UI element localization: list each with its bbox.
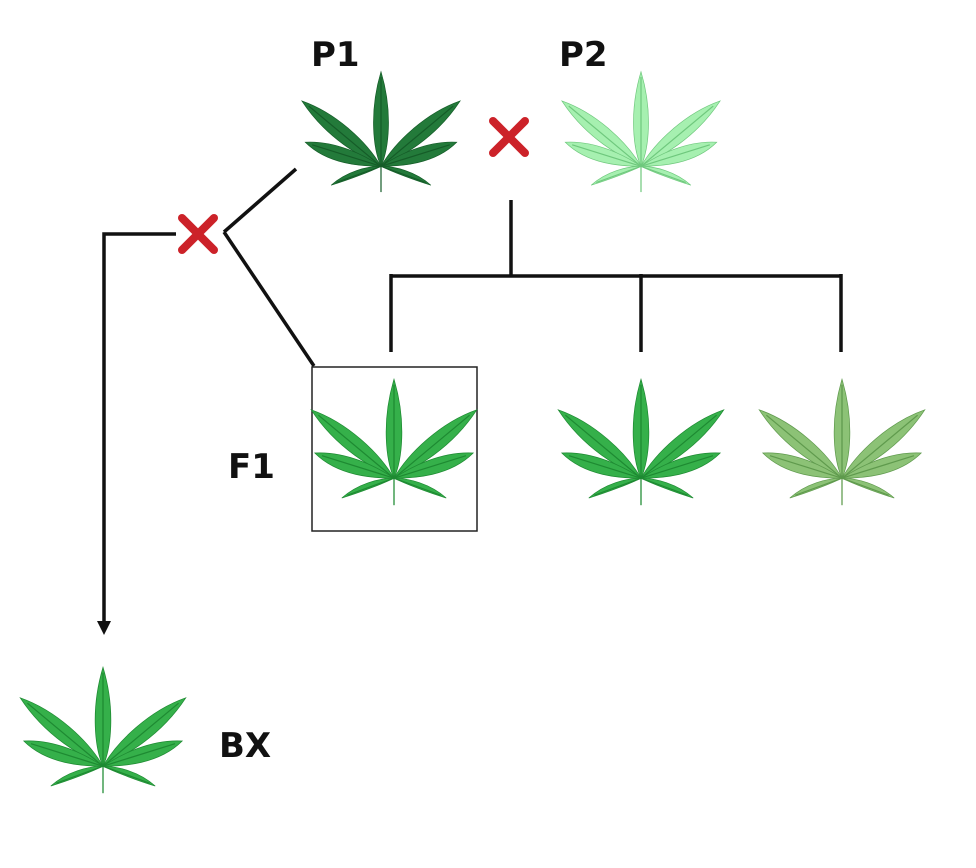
p2-cannabis-leaf-icon xyxy=(561,71,721,193)
p2-label: P2 xyxy=(559,35,608,75)
bx-label: BX xyxy=(219,726,271,766)
f1-selection-box xyxy=(311,366,478,532)
bx-cannabis-leaf-icon xyxy=(19,666,187,794)
f1-cannabis-leaf-icon xyxy=(310,378,478,506)
cross-mark-icon xyxy=(178,214,218,254)
f1-label: F1 xyxy=(228,447,275,487)
cross-mark-icon xyxy=(489,117,529,157)
cross-to-bx-line xyxy=(102,232,176,624)
cross-to-f1-line xyxy=(222,231,316,367)
p1-to-cross-line xyxy=(222,167,298,234)
p1-cannabis-leaf-icon xyxy=(301,71,461,193)
p1-label: P1 xyxy=(311,35,360,75)
sibling2-cannabis-leaf-icon xyxy=(557,378,725,506)
bx-arrowhead xyxy=(97,621,111,635)
sibling3-cannabis-leaf-icon xyxy=(758,378,926,506)
